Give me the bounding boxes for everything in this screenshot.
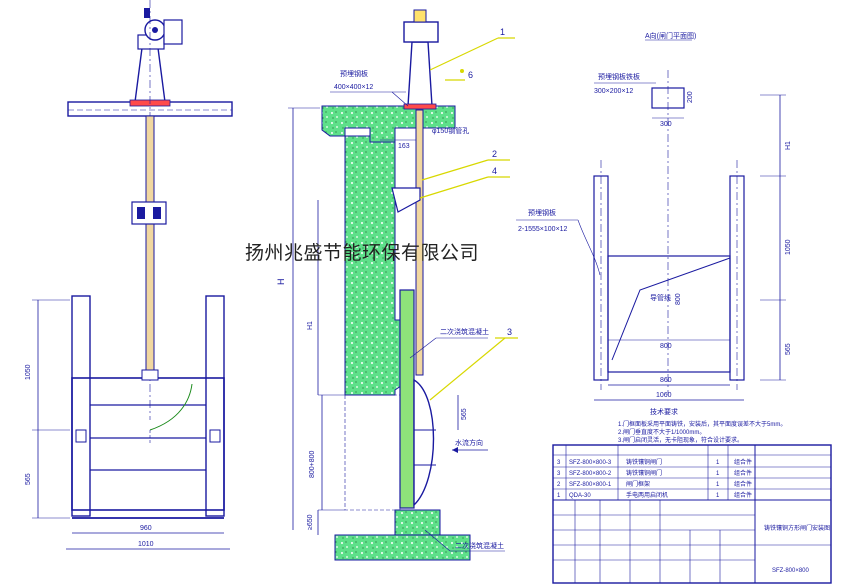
dim-left-565: 565 [25,473,32,485]
technical-notes: 技术要求 1.门框面板采用平面铸铁，安装后，其平面度误差不大于5mm。 2.闸门… [618,407,786,444]
plan-gate-outline [607,255,731,373]
dim-section-H1: H1 [307,321,314,330]
tb-row3-name: 闸门框架 [626,480,650,488]
plan-dim-H1: H1 [785,141,792,150]
dim-section-650: ≥650 [307,514,314,530]
section-frame [399,289,415,509]
plan-dim-565: 565 [785,343,792,355]
center-section-view: H H1 800+800 ≥650 565 163 水流方向 预埋钢板 400×… [276,9,518,561]
tb-row4-no: 1 [557,493,561,499]
right-plan-view: A向(闸门平面图) 预埋钢板铁板 300×200×12 300 200 导管线 … [516,31,792,401]
tb-row1-note: 组合件 [734,458,752,466]
note-line-3: 3.闸门启闭灵活，无卡阻现象，符合设计要求。 [618,436,743,444]
dim-section-565: 565 [461,408,468,420]
title-block: 3 SFZ-800×800-3 铸铁镶铜闸门 1 组合件 3 SFZ-800×8… [552,444,832,584]
plan-plate-size: 300×200×12 [594,88,633,95]
balloon-2: 2 [492,149,497,159]
note-line-1: 1.门框面板采用平面铸铁，安装后，其平面度误差不大于5mm。 [618,420,786,428]
dim-left-1010: 1010 [138,541,154,548]
stem-bracket [391,187,421,213]
label-embed-plate: 预埋钢板 [340,69,368,78]
plan-dim-860: 860 [660,377,672,384]
tb-row2-note: 组合件 [734,469,752,477]
tb-row1-code: SFZ-800×800-3 [569,460,612,466]
tb-row1-name: 铸铁镶铜闸门 [626,458,662,466]
tb-row4-note: 组合件 [734,491,752,499]
water-direction-label: 水流方向 [455,438,483,447]
tb-row4-code: QDA-30 [569,493,591,499]
frame-left-guide [71,295,91,517]
dim-left-1050: 1050 [25,364,32,380]
label-pipe-hole: φ150钢管孔 [432,126,469,135]
tb-drawing-code: SFZ-800×800 [772,568,810,574]
plan-dim-200: 200 [687,91,694,103]
tb-row2-no: 3 [557,471,561,477]
tb-row1-qty: 1 [716,460,720,466]
balloon-6: 6 [468,70,473,80]
label-embed-plate-size: 400×400×12 [334,84,373,91]
concrete-top-beam [321,105,456,143]
balloon-4: 4 [492,166,497,176]
dim-left-960: 960 [140,525,152,532]
plan-plate-label: 预埋钢板铁板 [598,72,640,81]
company-watermark: 扬州兆盛节能环保有限公司 [245,242,480,264]
plan-dim-1060: 1060 [656,392,672,399]
label-concrete-2: 二次浇筑混凝土 [455,541,504,550]
dim-section-800: 800+800 [309,450,316,478]
plan-dim-800h: 800 [660,343,672,350]
tb-row4-qty: 1 [716,493,720,499]
label-concrete-1: 二次浇筑混凝土 [440,327,489,336]
dim-section-H: H [276,279,286,286]
tb-row2-name: 铸铁镶铜闸门 [626,469,662,477]
frame-right-guide [205,295,225,517]
left-front-elevation: 1050 565 960 1010 [25,0,233,550]
tb-row3-code: SFZ-800×800-1 [569,482,612,488]
plan-embed-label: 预埋钢板 [528,208,556,217]
balloon-1: 1 [500,27,505,37]
dim-section-163: 163 [398,143,410,150]
tb-row1-no: 3 [557,460,561,466]
plan-view-title: A向(闸门平面图) [645,31,696,40]
plan-guide-line-label: 导管线 [650,293,671,302]
tb-row2-qty: 1 [716,471,720,477]
note-line-2: 2.闸门垂直度不大于1/1000mm。 [618,428,705,436]
tb-row4-name: 手电两用启闭机 [626,491,668,499]
section-gate-leaf [413,378,435,507]
gate-leaf [71,377,225,511]
plan-dim-800v: 800 [675,293,682,305]
balloon-3: 3 [507,327,512,337]
motor-box [163,19,183,45]
concrete-base [334,534,471,561]
tb-row2-code: SFZ-800×800-2 [569,471,612,477]
plan-dim-1050: 1050 [785,239,792,255]
plan-dim-300: 300 [660,121,672,128]
tb-row3-no: 2 [557,482,561,488]
notes-title: 技术要求 [650,407,678,416]
tb-row3-qty: 1 [716,482,720,488]
section-hoist [407,41,433,107]
tb-drawing-title: 铸铁镶铜方形闸门安装图 [764,524,830,532]
tb-row3-note: 组合件 [734,480,752,488]
plan-embed-size: 2-1555×100×12 [518,226,568,233]
